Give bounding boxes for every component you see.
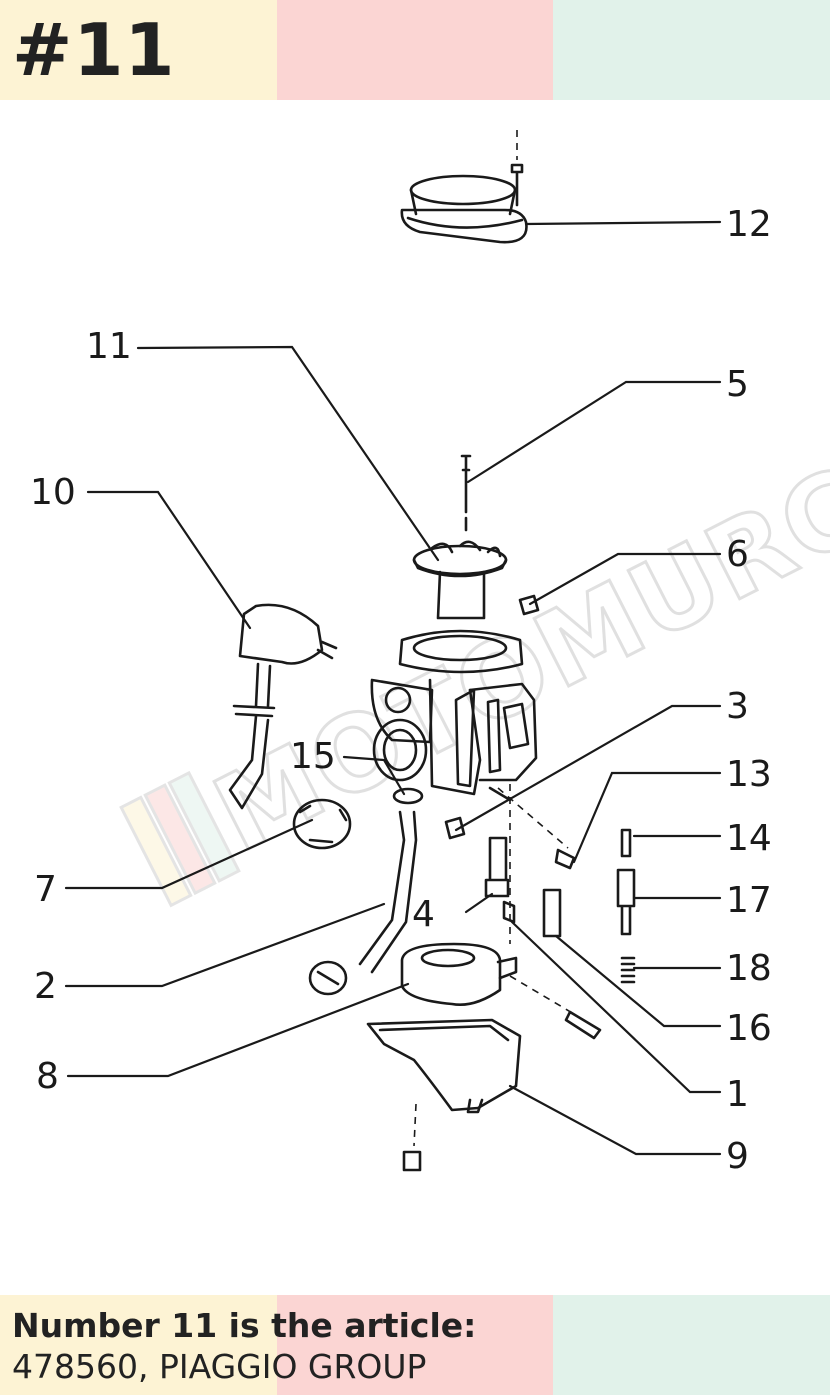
needle-valve-parts xyxy=(616,828,636,984)
leader-5 xyxy=(466,380,722,484)
rubber-cap-part xyxy=(292,798,352,850)
band-pink xyxy=(277,1295,553,1395)
band-mint xyxy=(553,1295,830,1395)
leader-11 xyxy=(136,345,440,562)
leader-15 xyxy=(342,755,406,796)
band-yellow xyxy=(0,0,277,100)
footer-color-band xyxy=(0,1295,830,1395)
hose-part xyxy=(308,787,424,996)
callout-12: 12 xyxy=(726,204,772,245)
cover-cap-part xyxy=(400,163,528,244)
leader-16 xyxy=(554,934,722,1028)
watermark-text: MOTOMURCIA xyxy=(196,388,830,876)
callout-16: 16 xyxy=(726,1008,772,1049)
leader-9 xyxy=(508,1084,722,1156)
emulsion-tube-part xyxy=(542,888,562,938)
float-part xyxy=(400,942,602,1040)
callout-8: 8 xyxy=(36,1056,59,1097)
float-bowl-part xyxy=(366,1018,522,1172)
jet-holder-part xyxy=(484,836,510,898)
carburetor-body xyxy=(370,629,538,802)
caption-title: Number 11 is the article: xyxy=(12,1306,477,1345)
header-color-band xyxy=(0,0,830,100)
leader-13 xyxy=(572,771,722,864)
callout-1: 1 xyxy=(726,1074,749,1115)
callout-3: 3 xyxy=(726,686,749,727)
callout-9: 9 xyxy=(726,1136,749,1177)
jet-part xyxy=(502,900,516,924)
needle-part xyxy=(460,454,472,532)
callout-7: 7 xyxy=(34,869,57,910)
nut-part xyxy=(444,816,466,840)
callout-5: 5 xyxy=(726,364,749,405)
watermark: MOTOMURCIA xyxy=(119,387,830,908)
screw-part xyxy=(518,594,540,616)
callout-4: 4 xyxy=(412,894,435,935)
idle-screw-part xyxy=(554,848,576,870)
carburetor-exploded-diagram: MOTOMURCIA xyxy=(30,130,830,1177)
starter-part xyxy=(228,603,338,810)
callout-17: 17 xyxy=(726,880,772,921)
callout-11: 11 xyxy=(86,326,132,367)
callout-15: 15 xyxy=(290,736,336,777)
callout-6: 6 xyxy=(726,534,749,575)
leader-4 xyxy=(464,892,494,914)
leader-12 xyxy=(524,220,722,226)
leader-10 xyxy=(86,490,252,630)
callout-14: 14 xyxy=(726,818,772,859)
callout-10: 10 xyxy=(30,472,76,513)
part-number-badge: #11 xyxy=(12,8,176,92)
leader-1 xyxy=(510,920,722,1094)
leader-6 xyxy=(528,552,722,606)
callout-2: 2 xyxy=(34,966,57,1007)
leader-8 xyxy=(66,982,410,1078)
caption-article: 478560, PIAGGIO GROUP xyxy=(12,1347,427,1386)
callout-18: 18 xyxy=(726,948,772,989)
leader-7 xyxy=(64,818,314,890)
leader-3 xyxy=(454,704,722,832)
band-yellow xyxy=(0,1295,277,1395)
diaphragm-part xyxy=(412,540,508,620)
band-mint xyxy=(553,0,830,100)
band-pink xyxy=(277,0,553,100)
leader-2 xyxy=(64,902,386,988)
callout-13: 13 xyxy=(726,754,772,795)
